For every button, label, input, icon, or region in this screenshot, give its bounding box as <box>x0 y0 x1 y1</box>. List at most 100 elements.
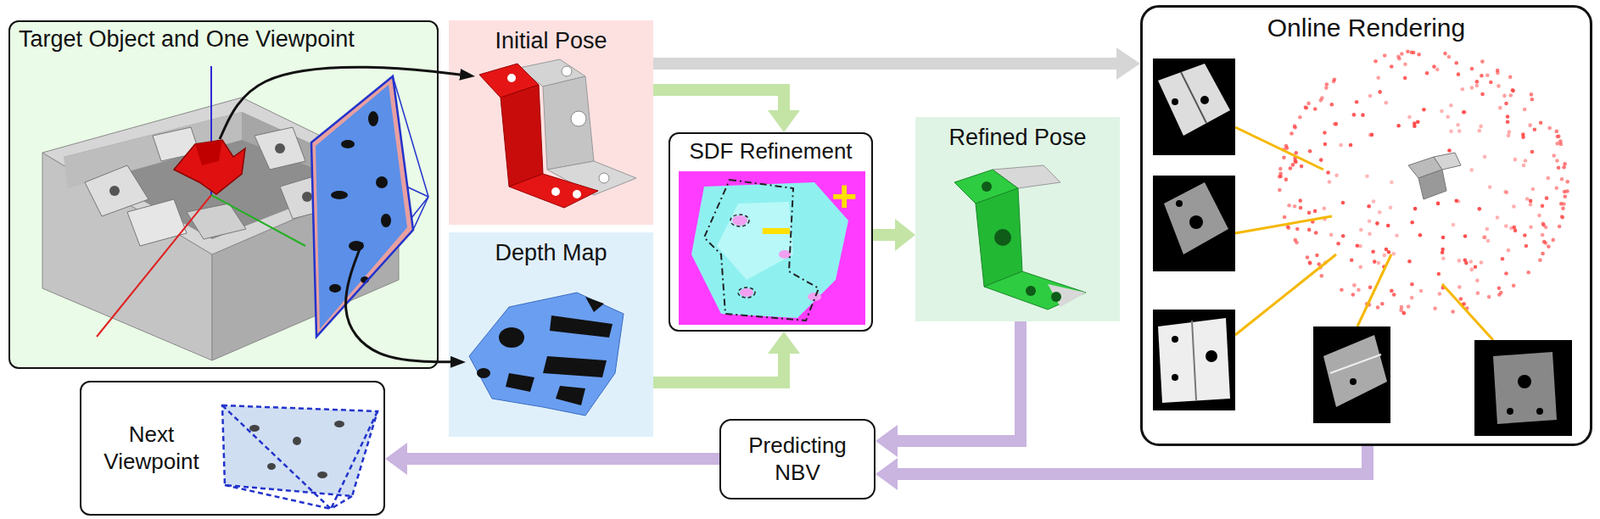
viewpoint-dot <box>1382 253 1388 258</box>
viewpoint-dot <box>1510 89 1516 94</box>
node-title: SDF Refinement <box>688 138 852 165</box>
viewpoint-dot <box>1351 292 1356 297</box>
depth-map-image <box>542 356 607 378</box>
node-title: Online Rendering <box>1267 12 1466 44</box>
initial-pose-part <box>570 111 587 127</box>
next-viewpoint-frustum <box>292 436 302 446</box>
viewpoint-dot <box>1556 165 1561 170</box>
refined-pose-part <box>1051 291 1062 303</box>
viewpoint-dot <box>1370 249 1376 254</box>
viewpoint-dot <box>1546 244 1551 249</box>
next-viewpoint-frustum <box>267 463 276 470</box>
initial-pose-part <box>598 173 610 184</box>
depth-map-image <box>585 296 605 313</box>
viewpoint-dot <box>1547 126 1552 131</box>
viewpoint-dot <box>1418 233 1423 238</box>
viewpoint-dot <box>1511 284 1517 289</box>
viewpoint-dot <box>1487 295 1492 300</box>
viewpoint-dot <box>1505 119 1511 124</box>
flow-arrow <box>407 453 720 465</box>
viewpoint-dot <box>1389 64 1394 69</box>
viewpoint-dot <box>1282 215 1287 220</box>
camera-frustum <box>375 176 388 189</box>
sdf-map <box>716 201 794 280</box>
viewpoint-dot <box>1479 260 1484 265</box>
viewpoint-dot <box>1332 122 1338 127</box>
viewpoint-dot <box>1541 223 1546 228</box>
camera-frustum <box>330 190 348 200</box>
viewpoint-dot <box>1425 71 1430 76</box>
viewpoint-dot <box>1368 285 1373 291</box>
viewpoint-dot <box>1412 121 1417 126</box>
refined-pose-part <box>984 271 1086 310</box>
viewpoint-dot <box>1504 190 1510 196</box>
viewpoint-dot <box>1523 158 1528 163</box>
node-title: Initial Pose <box>494 27 607 55</box>
viewpoint-dot <box>1292 125 1298 130</box>
viewpoint-dot <box>1506 248 1511 253</box>
rendered-views <box>1171 98 1179 106</box>
viewpoint-dot <box>1555 141 1560 146</box>
next-viewpoint-frustum <box>317 471 328 479</box>
flow-arrow <box>897 321 1021 442</box>
panel-grounds <box>915 117 1120 322</box>
viewpoint-dot <box>1441 235 1446 241</box>
viewpoint-dot <box>1477 206 1483 212</box>
sdf-map <box>730 214 750 227</box>
viewpoint-dot <box>1528 225 1533 230</box>
leader-lines <box>1442 284 1494 341</box>
viewpoint-dot <box>1440 250 1445 255</box>
depth-map-image <box>469 292 624 416</box>
viewpoint-dot <box>1329 233 1334 238</box>
viewpoint-dot <box>1555 134 1560 140</box>
rendered-views <box>1152 58 1573 437</box>
node-title: Target Object and One Viewpoint <box>18 25 355 53</box>
viewpoint-dot <box>1396 123 1401 129</box>
viewpoint-dot <box>1540 251 1545 257</box>
viewpoint-dot <box>1497 285 1502 291</box>
refined-pose-part <box>994 229 1012 247</box>
viewpoint-dot <box>1488 80 1494 85</box>
rendered-views <box>1200 95 1209 105</box>
viewpoint-dot <box>1359 265 1364 270</box>
viewpoint-dot <box>1482 155 1488 160</box>
viewpoint-dot <box>1298 206 1304 211</box>
viewpoint-dot <box>1463 234 1468 239</box>
viewpoint-dot <box>1530 150 1535 155</box>
viewpoint-dot <box>1448 129 1454 135</box>
viewpoint-dot <box>1320 95 1325 101</box>
viewpoint-dot <box>1521 134 1526 140</box>
pose-panel: Refined Pose <box>915 117 1120 322</box>
viewpoint-dot <box>1538 121 1544 126</box>
viewpoint-dot <box>1384 100 1389 106</box>
refined-pose-part <box>1025 285 1036 297</box>
viewpoint-dot <box>1565 179 1570 185</box>
rendered-views <box>1323 335 1388 408</box>
rendered-views <box>1330 354 1382 374</box>
viewpoint-dot <box>1554 129 1559 135</box>
sdf-map <box>691 182 849 319</box>
viewpoint-dot <box>1281 156 1287 161</box>
panel-grounds <box>668 132 873 332</box>
viewpoint-dot <box>1526 270 1531 275</box>
rendered-views <box>1313 326 1391 424</box>
viewpoint-dot <box>1336 241 1341 247</box>
viewpoint-dot <box>1308 260 1313 265</box>
viewpoint-dot <box>1409 220 1415 225</box>
pose-panel: Initial Pose <box>448 20 654 225</box>
node-title: Next Viewpoint <box>89 421 213 475</box>
rendered-views <box>1171 335 1179 343</box>
process-box: Predicting NBV <box>719 419 876 500</box>
viewpoint-dot <box>1456 199 1461 204</box>
viewpoint-dot <box>1475 79 1480 84</box>
viewpoint-dot <box>1292 238 1298 243</box>
viewpoint-dot <box>1286 203 1292 208</box>
viewpoint-dot <box>1561 165 1567 170</box>
depth-map-image <box>476 368 491 379</box>
viewpoint-sphere <box>1277 50 1570 316</box>
viewpoint-dot <box>1314 230 1319 235</box>
viewpoint-dot <box>1457 128 1462 134</box>
viewpoint-dot <box>1388 205 1394 210</box>
viewpoint-dot <box>1416 52 1421 57</box>
viewpoint-dot <box>1291 162 1296 168</box>
